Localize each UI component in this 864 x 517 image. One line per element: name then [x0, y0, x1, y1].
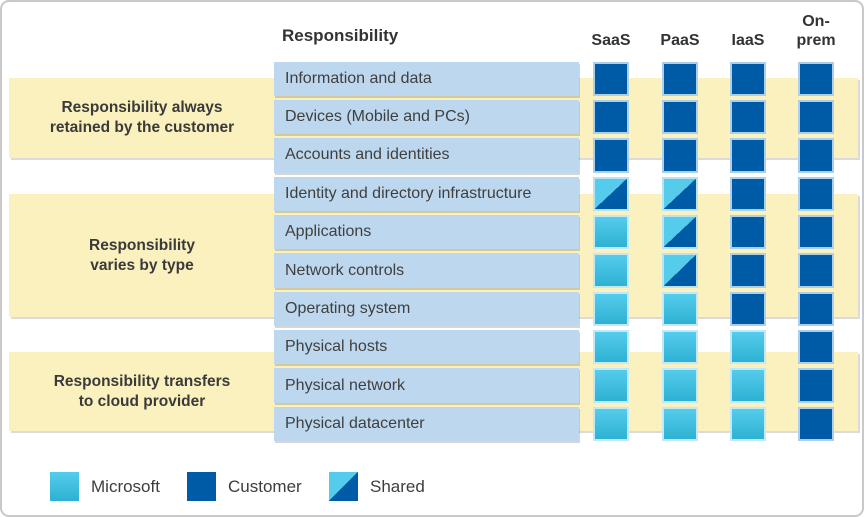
matrix-cell-customer	[798, 176, 834, 212]
matrix-cell-customer	[593, 138, 629, 173]
legend-swatch-customer	[187, 472, 216, 501]
row-label-bar: Applications	[274, 214, 579, 250]
column-header-saas: SaaS	[591, 32, 631, 49]
legend-swatch-microsoft	[50, 472, 79, 501]
row-label: Applications	[285, 223, 372, 241]
matrix-cell-customer	[730, 176, 766, 212]
group-band-label-line: Responsibility always	[61, 99, 223, 116]
matrix-cell-customer	[798, 138, 834, 173]
row-label-bar: Operating system	[274, 291, 579, 327]
matrix-cell-microsoft	[593, 368, 629, 403]
matrix-cell-customer	[798, 253, 834, 288]
legend-item-shared: Shared	[329, 472, 425, 501]
row-label-bar: Identity and directory infrastructure	[274, 176, 579, 212]
row-label: Information and data	[285, 69, 432, 87]
matrix-cell-customer	[662, 99, 698, 135]
row-label: Identity and directory infrastructure	[285, 184, 532, 202]
group-band-label-line: Responsibility transfers	[53, 372, 231, 390]
matrix-cell-microsoft	[593, 291, 629, 327]
matrix-cell-customer	[593, 99, 629, 135]
matrix-cell-customer	[730, 138, 766, 173]
row-label: Physical datacenter	[285, 414, 425, 432]
row-label: Physical network	[285, 376, 406, 394]
column-header-paas: PaaS	[660, 32, 700, 49]
legend-label: Customer	[228, 476, 302, 496]
legend-swatch-shared	[329, 472, 358, 501]
matrix-cell-shared	[662, 214, 698, 250]
matrix-cell-microsoft	[593, 253, 629, 288]
row-label-bar: Information and data	[274, 61, 579, 96]
matrix-cell-customer	[798, 329, 834, 365]
legend-item-microsoft: Microsoft	[50, 472, 160, 501]
matrix-cell-microsoft	[593, 329, 629, 365]
matrix-cell-microsoft	[662, 291, 698, 327]
row-label-bar: Physical datacenter	[274, 406, 579, 442]
matrix-cell-microsoft	[593, 406, 629, 442]
row-label-bar: Accounts and identities	[274, 138, 579, 173]
responsibility-column-title: Responsibility	[282, 26, 399, 45]
matrix-cell-microsoft	[730, 368, 766, 403]
matrix-cell-microsoft	[730, 329, 766, 365]
matrix-cell-customer	[798, 291, 834, 327]
matrix-cell-customer	[730, 291, 766, 327]
legend-label: Shared	[370, 476, 425, 496]
group-band-label-line: varies by type	[90, 256, 194, 274]
matrix-cell-customer	[798, 99, 834, 135]
matrix-cell-customer	[798, 406, 834, 442]
row-label: Operating system	[285, 299, 411, 317]
column-header-on-prem: On-prem	[796, 13, 836, 49]
row-label: Accounts and identities	[285, 146, 450, 164]
matrix-cell-microsoft	[662, 329, 698, 365]
matrix-cell-customer	[730, 61, 766, 96]
group-band-label: Responsibility always retained by the cus…	[9, 78, 275, 158]
matrix-cell-customer	[662, 61, 698, 96]
row-label-bar: Devices (Mobile and PCs)	[274, 99, 579, 135]
legend-label: Microsoft	[91, 476, 160, 496]
matrix-cell-customer	[593, 61, 629, 96]
matrix-cell-customer	[730, 99, 766, 135]
matrix-cell-customer	[798, 214, 834, 250]
matrix-cell-customer	[798, 61, 834, 96]
group-band-label-line: Responsibility	[89, 236, 195, 254]
row-label: Physical hosts	[285, 338, 388, 356]
matrix-cell-customer	[798, 368, 834, 403]
matrix-cell-shared	[593, 176, 629, 212]
matrix-cell-shared	[662, 253, 698, 288]
legend-item-customer: Customer	[187, 472, 302, 501]
matrix-cell-microsoft	[730, 406, 766, 442]
row-label-bar: Physical network	[274, 368, 579, 403]
column-header-iaas: IaaS	[731, 32, 765, 49]
matrix-cell-customer	[730, 214, 766, 250]
matrix-cell-customer	[730, 253, 766, 288]
row-label: Network controls	[285, 261, 405, 279]
row-label-bar: Physical hosts	[274, 329, 579, 365]
group-band-label-line: to cloud provider	[78, 392, 206, 410]
group-band-label-line: retained by the customer	[49, 119, 235, 136]
row-label: Devices (Mobile and PCs)	[285, 108, 470, 126]
matrix-cell-customer	[662, 138, 698, 173]
matrix-cell-microsoft	[593, 214, 629, 250]
group-band-label: Responsibility varies by type	[9, 194, 275, 317]
matrix-cell-microsoft	[662, 406, 698, 442]
matrix-cell-shared	[662, 176, 698, 212]
group-band-label: Responsibility transfers to cloud provide…	[9, 352, 275, 431]
row-label-bar: Network controls	[274, 253, 579, 288]
matrix-cell-microsoft	[662, 368, 698, 403]
